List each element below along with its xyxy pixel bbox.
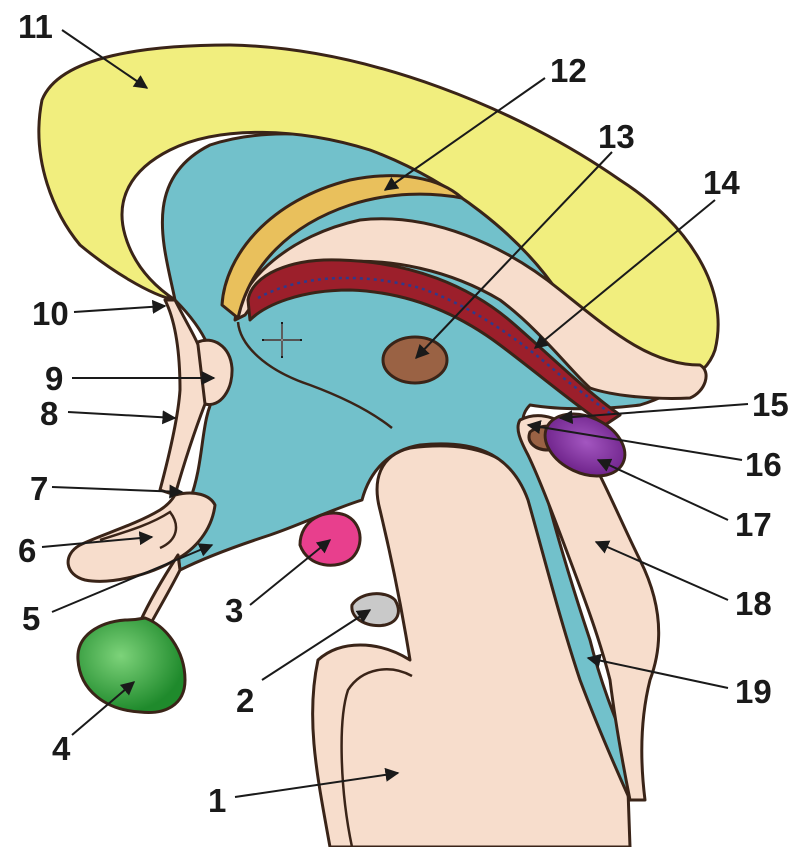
label-1: 1	[208, 782, 226, 819]
label-7: 7	[30, 470, 48, 507]
label-16: 16	[745, 446, 782, 483]
oculomotor-nerve	[352, 594, 399, 626]
label-12: 12	[550, 52, 587, 89]
label-11: 11	[18, 8, 53, 45]
label-4: 4	[52, 730, 71, 767]
leader-line-3	[250, 540, 330, 605]
label-10: 10	[32, 295, 69, 332]
label-5: 5	[22, 600, 40, 637]
leader-line-8	[68, 412, 175, 418]
label-18: 18	[735, 585, 772, 622]
label-3: 3	[225, 592, 243, 629]
label-14: 14	[703, 164, 740, 201]
label-6: 6	[18, 532, 36, 569]
pituitary-gland	[78, 618, 185, 713]
leader-line-10	[74, 306, 165, 312]
label-13: 13	[598, 118, 635, 155]
label-2: 2	[236, 682, 254, 719]
interthalamic-adhesion	[383, 337, 447, 383]
label-9: 9	[45, 360, 63, 397]
label-19: 19	[735, 673, 772, 710]
label-8: 8	[40, 395, 58, 432]
label-15: 15	[752, 386, 789, 423]
label-17: 17	[735, 506, 772, 543]
